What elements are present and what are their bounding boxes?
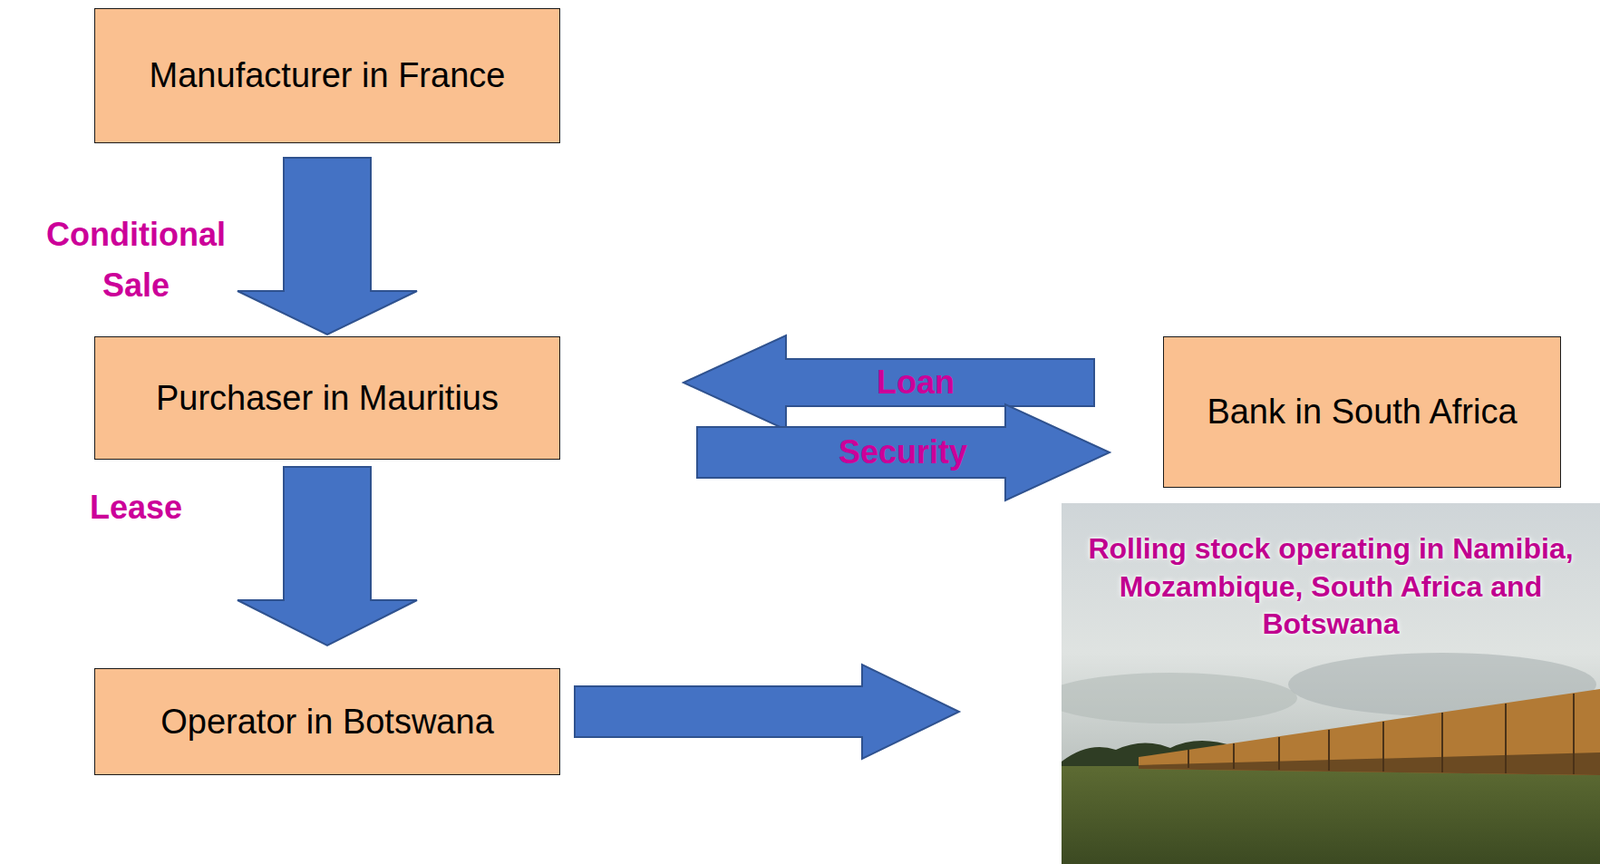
edge-label: Conditional Sale — [13, 209, 259, 311]
text-stack: Manufacturer in France — [149, 52, 506, 98]
text-stack: Operator in Botswana — [160, 698, 495, 745]
sky — [1061, 503, 1600, 776]
train-shadow — [1138, 752, 1600, 776]
text-stack: Rolling stock operating in Namibia, Moza… — [1086, 503, 1576, 644]
party-box: Purchaser in Mauritius — [94, 336, 561, 460]
photo-caption: Rolling stock operating in Namibia, Moza… — [1086, 530, 1576, 644]
party-box: Bank in South Africa — [1163, 336, 1562, 488]
box-label: Bank in South Africa — [1206, 388, 1517, 435]
party-box: Operator in Botswana — [94, 668, 561, 776]
edge-label: Security — [838, 426, 968, 478]
block-arrow — [697, 404, 1110, 501]
photo-panel: Rolling stock operating in Namibia, Moza… — [1061, 503, 1600, 864]
edge-label: Lease — [89, 482, 183, 534]
grass — [1061, 766, 1600, 864]
party-box: Manufacturer in France — [94, 8, 561, 144]
box-label: Manufacturer in France — [149, 52, 506, 98]
text-stack: Bank in South Africa — [1206, 388, 1517, 435]
box-label: Purchaser in Mauritius — [155, 375, 499, 421]
car-gaps — [1188, 693, 1574, 775]
edge-label: Loan — [876, 357, 955, 408]
text-stack: Purchaser in Mauritius — [155, 375, 499, 421]
train-cars — [1138, 688, 1600, 776]
box-label: Operator in Botswana — [160, 698, 495, 745]
block-arrow — [237, 157, 417, 335]
block-arrow — [683, 335, 1095, 430]
block-arrow — [237, 466, 417, 646]
block-arrow — [574, 664, 960, 759]
cloud — [1061, 672, 1298, 724]
